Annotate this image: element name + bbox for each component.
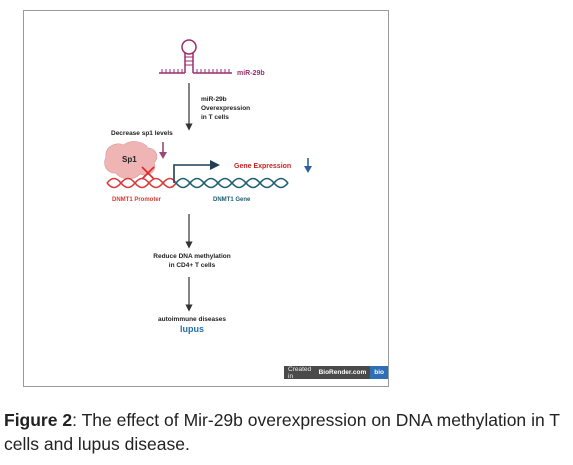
transcription-start-arrow-icon: [173, 160, 220, 183]
disease-name: lupus: [180, 324, 204, 334]
badge-site: BioRender.com: [318, 369, 367, 376]
gene-expression-label: Gene Expression: [234, 163, 291, 170]
figure-caption: Figure 2: The effect of Mir-29b overexpr…: [4, 408, 560, 456]
sp1-heading: Decrease sp1 levels: [111, 130, 173, 137]
mirna-hairpin-icon: [159, 39, 232, 74]
sp1-label: Sp1: [122, 155, 137, 164]
caption-label: Figure 2: [4, 410, 73, 430]
methylation-line-1: Reduce DNA methylation: [153, 253, 230, 260]
gene-label: DNMT1 Gene: [213, 197, 251, 203]
badge-prefix: Created in: [288, 365, 312, 380]
figure-frame: miR-29b miR-29b Overexpression in T cell…: [23, 10, 389, 387]
overexpression-line-3: in T cells: [201, 114, 229, 121]
caption-text: : The effect of Mir-29b overexpression o…: [4, 410, 560, 454]
mirna-label: miR-29b: [237, 70, 265, 77]
promoter-label: DNMT1 Promoter: [112, 197, 162, 203]
blocked-x-icon: [141, 166, 155, 180]
dna-gene-helix: [175, 177, 289, 189]
dna-promoter-helix: [106, 177, 177, 189]
sp1-decrease-arrow-icon: [159, 142, 167, 159]
diagram: miR-29b miR-29b Overexpression in T cell…: [104, 39, 312, 334]
overexpression-line-1: miR-29b: [201, 96, 227, 103]
overexpression-line-2: Overexpression: [201, 105, 250, 112]
methylation-line-2: in CD4+ T cells: [169, 262, 216, 269]
gene-expression-down-arrow-icon: [304, 158, 312, 173]
biorender-logo: bio: [370, 366, 388, 379]
biorender-badge: Created in BioRender.com bio: [284, 365, 388, 380]
disease-heading: autoimmune diseases: [158, 316, 226, 323]
